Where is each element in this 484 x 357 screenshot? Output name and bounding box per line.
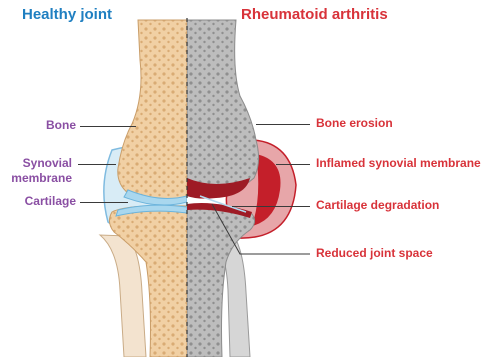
label-reduced-joint-space: Reduced joint space xyxy=(316,246,433,261)
